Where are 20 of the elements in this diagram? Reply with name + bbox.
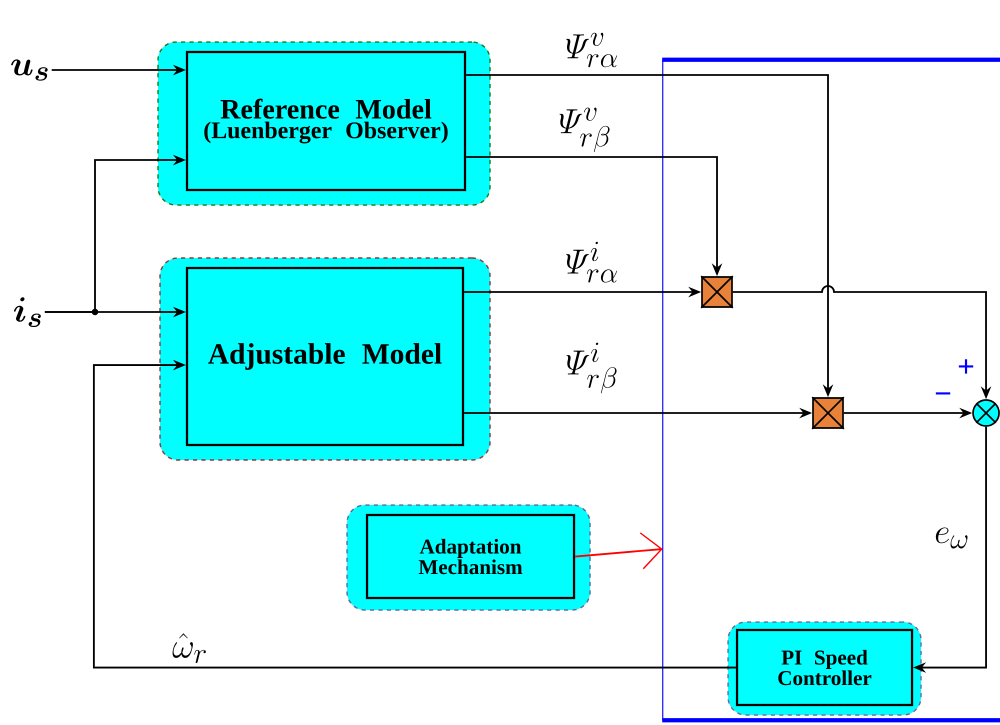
edge-label: $\varPsi_{r\alpha}^{i}$ bbox=[566, 242, 617, 283]
summing-junction bbox=[972, 399, 1000, 427]
edge-label: $\varPsi_{r\beta}^{v}$ bbox=[559, 108, 610, 152]
edge-label: $\hat{\omega}_{r}$ bbox=[172, 633, 206, 664]
multiplier-block bbox=[700, 275, 734, 309]
reference-model-box: Reference Model (Luenberger Observer) bbox=[186, 50, 466, 192]
signal-label: $u_s$ bbox=[11, 59, 48, 81]
arrow bbox=[575, 532, 663, 570]
signal-label: $i_s$ bbox=[14, 297, 41, 327]
edge-label: $\varPsi_{r\alpha}^{v}$ bbox=[566, 32, 617, 68]
edge-label: $e_{\omega}$ bbox=[936, 528, 968, 548]
adaptation-mechanism-box: Adaptation Mechanism bbox=[366, 514, 576, 600]
pi-controller-box: PI Speed Controller bbox=[736, 628, 914, 706]
arrow bbox=[92, 360, 736, 668]
multiplier-block bbox=[811, 396, 845, 430]
sign-label: + bbox=[958, 359, 974, 374]
adjustable-model-box: Adjustable Model bbox=[186, 266, 464, 446]
sign-label: − bbox=[936, 392, 950, 394]
edge-label: $\varPsi_{r\beta}^{i}$ bbox=[566, 342, 617, 394]
frame bbox=[662, 58, 1000, 722]
